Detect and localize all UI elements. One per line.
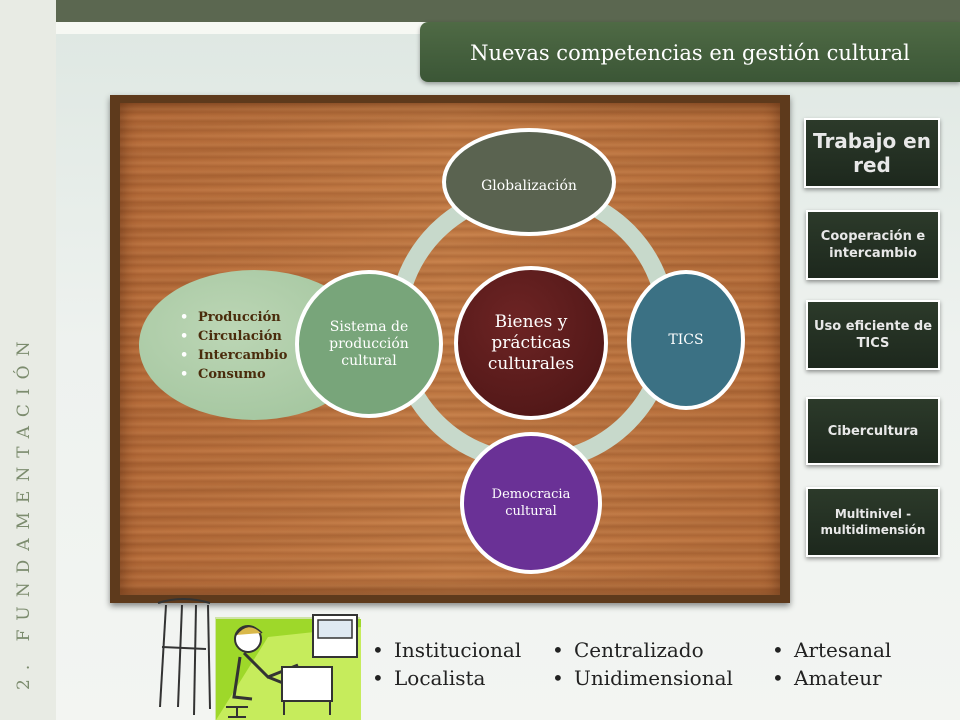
title-bar: Nuevas competencias en gestión cultural (420, 22, 960, 82)
side-box-label: Cooperación e intercambio (820, 229, 926, 261)
list-item: Centralizado (546, 636, 733, 664)
side-box-cooperacion: Cooperación e intercambio (806, 210, 940, 280)
bullet-list-2: Centralizado Unidimensional (546, 636, 733, 692)
section-label: 2. FUNDAMENTACIÓN (14, 332, 34, 690)
side-box-multinivel: Multinivel - multidimensión (806, 487, 940, 557)
list-item: Unidimensional (546, 664, 733, 692)
side-box-uso-tics: Uso eficiente de TICS (806, 300, 940, 370)
top-band (56, 0, 960, 22)
node-tics: TICS (627, 270, 745, 410)
left-sidebar: 2. FUNDAMENTACIÓN (0, 0, 56, 720)
side-box-label: Cibercultura (827, 423, 919, 439)
node-democracia-cultural: Democracia cultural (460, 432, 602, 574)
production-list: Producción Circulación Intercambio Consu… (170, 308, 310, 384)
node-label: Democracia cultural (491, 487, 571, 519)
side-box-label: Multinivel - multidimensión (820, 507, 926, 537)
list-item: Amateur (766, 664, 891, 692)
node-sistema-produccion: Sistema de producción cultural (295, 270, 443, 418)
bullet-list-3: Artesanal Amateur (766, 636, 891, 692)
list-item: Artesanal (766, 636, 891, 664)
side-box-label: Uso eficiente de TICS (813, 319, 933, 351)
relaxing-worker-illustration (157, 598, 361, 720)
slide-title: Nuevas competencias en gestión cultural (470, 41, 910, 65)
side-box-cibercultura: Cibercultura (806, 397, 940, 465)
list-item: Circulación (170, 327, 310, 346)
node-globalizacion: Globalización (442, 128, 616, 236)
node-center-bienes: Bienes y prácticas culturales (454, 266, 608, 420)
node-label: Bienes y prácticas culturales (487, 311, 575, 374)
list-item: Localista (366, 664, 521, 692)
node-label: Globalización (481, 178, 577, 194)
bullet-list-1: Institucional Localista (366, 636, 521, 692)
list-item: Institucional (366, 636, 521, 664)
list-item: Consumo (170, 365, 310, 384)
node-label: Sistema de producción cultural (329, 318, 409, 369)
node-label: TICS (668, 332, 704, 348)
list-item: Producción (170, 308, 310, 327)
side-box-trabajo-en-red: Trabajo en red (804, 118, 940, 188)
list-item: Intercambio (170, 346, 310, 365)
side-box-label: Trabajo en red (813, 129, 931, 177)
